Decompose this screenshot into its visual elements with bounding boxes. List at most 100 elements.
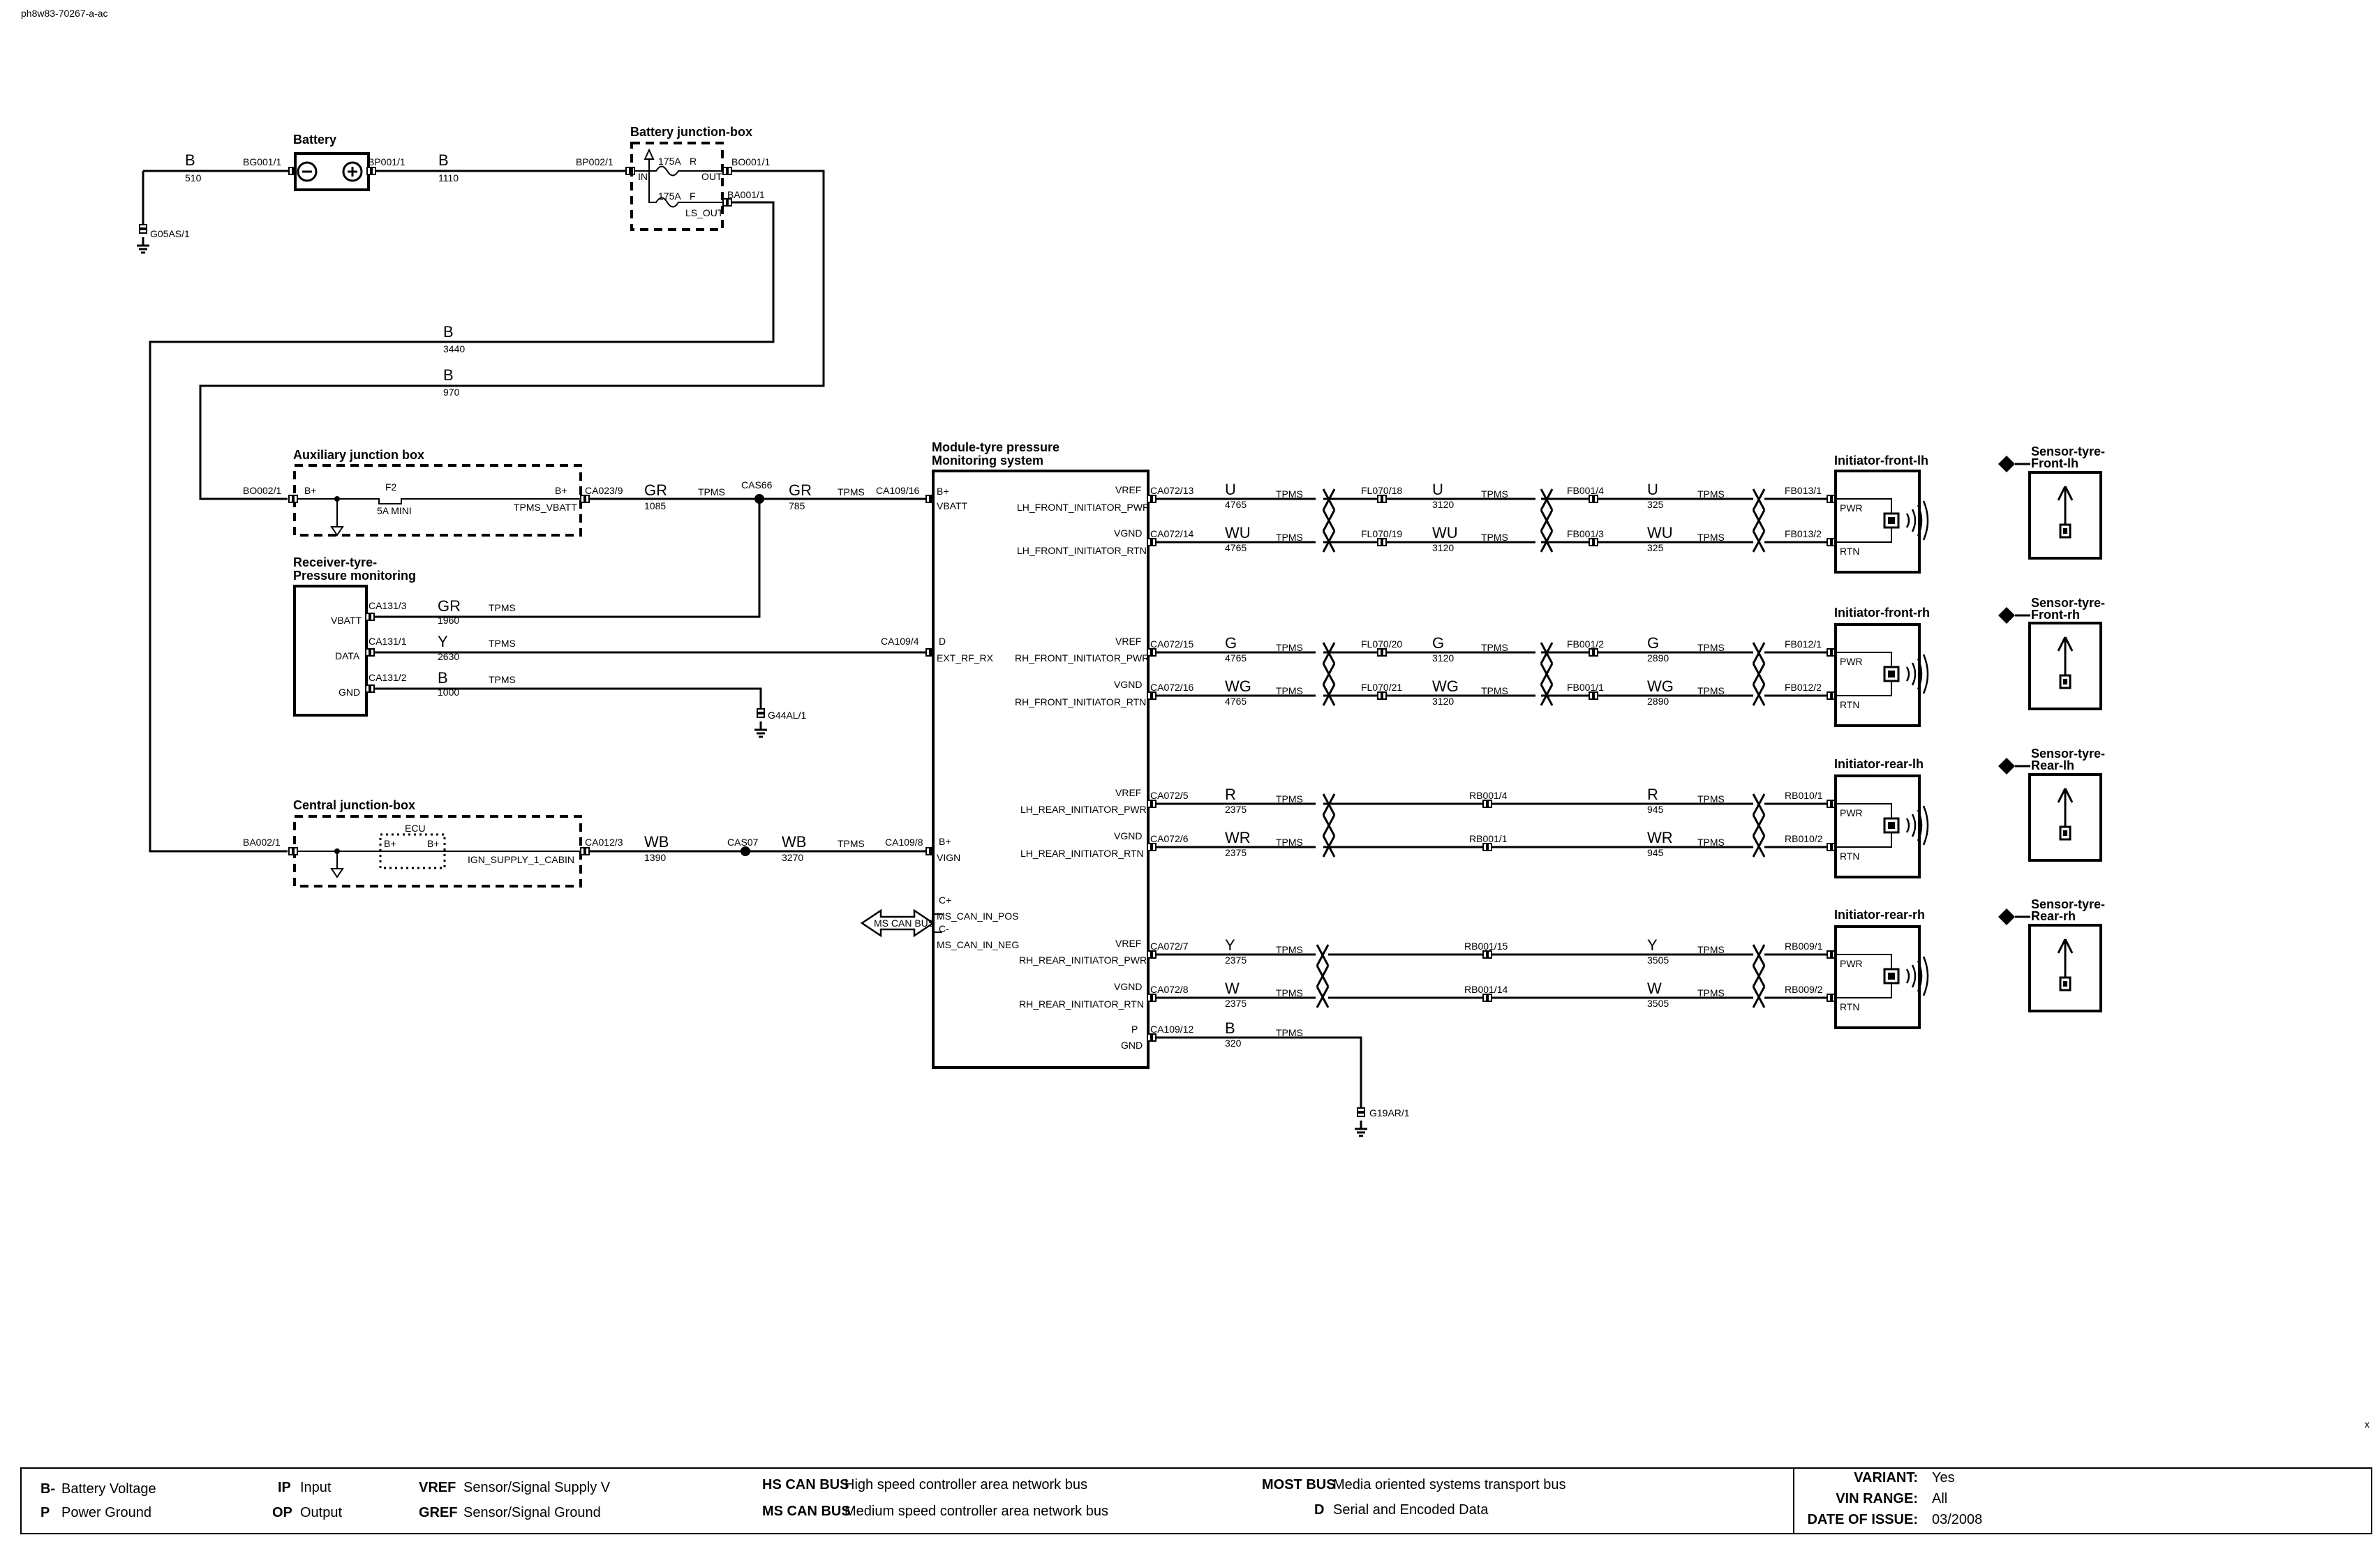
- connector-label: CA023/9: [585, 485, 623, 496]
- splice-label: CAS66: [741, 479, 773, 491]
- ecu-bplus: B+: [427, 838, 440, 849]
- vin-range-value: All: [1932, 1491, 1947, 1506]
- wire-tag: TPMS: [1276, 793, 1303, 804]
- ms-can-bus-arrow-icon: [860, 908, 935, 938]
- corner-mark: x: [2365, 1419, 2370, 1430]
- rear-lh-harness: CA072/5 CA072/6 R 2375 TPMS WR 2375 TPMS…: [1147, 786, 1836, 858]
- wire-tag: TPMS: [1481, 488, 1508, 500]
- central-junction-box: Central junction-box ECU B+ B+ IGN_SUPPL…: [288, 798, 935, 888]
- wire-length: 3120: [1432, 499, 1454, 510]
- wire-color: GR: [644, 481, 667, 499]
- initiator-front-rh: Initiator-front-rh PWR RTN: [1834, 606, 1930, 727]
- legend-desc: Power Ground: [61, 1505, 151, 1520]
- pin-vgnd: VGND: [1114, 830, 1142, 841]
- initiator-title: Initiator-front-lh: [1834, 454, 1928, 467]
- wire-color: Y: [1647, 936, 1658, 954]
- module-title-2: Monitoring system: [932, 454, 1043, 467]
- wire-tag: TPMS: [1697, 837, 1725, 848]
- wire-tag: TPMS: [1697, 944, 1725, 955]
- wire-length: 4765: [1225, 696, 1247, 707]
- ajb-bplus: B+: [304, 485, 317, 496]
- wire-length: 3505: [1647, 998, 1669, 1009]
- pin-rtn: RTN: [1840, 851, 1860, 862]
- wire-length: 785: [789, 500, 805, 511]
- rear-rh-harness: CA072/7 CA072/8 Y 2375 TPMS W 2375 TPMS …: [1147, 936, 1836, 1009]
- sensor-rear-rh: Sensor-tyre- Rear-rh: [1997, 897, 2105, 1012]
- battery-title: Battery: [293, 133, 336, 147]
- wire-tag: TPMS: [1276, 685, 1303, 696]
- pin-bplus: B+: [939, 836, 951, 847]
- connector-label: BP001/1: [368, 156, 406, 167]
- legend-desc: High speed controller area network bus: [845, 1477, 1087, 1492]
- wire-length: 3120: [1432, 652, 1454, 664]
- legend-key: GREF: [419, 1505, 458, 1520]
- fuse-rating: 175A: [658, 190, 681, 202]
- pin-d: D: [939, 636, 946, 647]
- pin-vref: VREF: [1115, 636, 1141, 647]
- legend-key: MOST BUS: [1262, 1477, 1336, 1492]
- wire-color: WU: [1432, 524, 1458, 541]
- legend-desc: Output: [300, 1505, 342, 1520]
- fuse-label: R: [690, 156, 697, 167]
- battery-circuit: G05AS/1 B 510 BG001/1 Battery BP001/1 B …: [135, 133, 635, 254]
- wire-color: U: [1225, 481, 1236, 498]
- wire-tag: TPMS: [698, 486, 725, 497]
- connector-label: RB009/1: [1785, 941, 1823, 952]
- wire-color: GR: [789, 481, 812, 499]
- wire-color: G: [1647, 634, 1659, 652]
- wire-tag: TPMS: [1276, 532, 1303, 543]
- connector-label: RB010/2: [1785, 833, 1823, 844]
- legend-key: HS CAN BUS: [762, 1477, 849, 1492]
- wire-tag: TPMS: [1697, 532, 1725, 543]
- wire-color: B: [438, 669, 448, 687]
- connector-label: BO002/1: [243, 485, 281, 496]
- document-id: ph8w83-70267-a-ac: [21, 8, 108, 19]
- ecu-bplus: B+: [384, 838, 396, 849]
- sensor-title-2: Rear-rh: [2031, 909, 2076, 923]
- wire-length: 325: [1647, 542, 1664, 553]
- module-ground: CA109/12 B 320 TPMS G19AR/1: [1147, 1019, 1410, 1137]
- sensor-front-rh: Sensor-tyre- Front-rh: [1997, 596, 2105, 710]
- sensor-title-1: Sensor-tyre-: [2031, 747, 2105, 761]
- wire-length: 2375: [1225, 847, 1247, 858]
- wire-length: 945: [1647, 804, 1664, 815]
- wire-tag: TPMS: [1481, 642, 1508, 653]
- pin-rh-front-pwr: RH_FRONT_INITIATOR_PWR: [1015, 652, 1149, 664]
- connector-label: FB012/2: [1785, 682, 1822, 693]
- pin-lh-front-pwr: LH_FRONT_INITIATOR_PWR: [1017, 502, 1150, 513]
- wire-length: 1960: [438, 615, 459, 626]
- connector-label: CA072/14: [1150, 528, 1193, 539]
- connector-label: CA072/7: [1150, 941, 1189, 952]
- connector-label: CA072/16: [1150, 682, 1193, 693]
- connector-label: CA072/8: [1150, 984, 1189, 995]
- pin-pwr: PWR: [1840, 807, 1863, 818]
- pin-rtn: RTN: [1840, 546, 1860, 557]
- cjb-title: Central junction-box: [293, 798, 415, 812]
- fuse-rating: 5A MINI: [377, 505, 412, 516]
- connector-label: CA109/8: [885, 837, 923, 848]
- pin-p: P: [1131, 1024, 1138, 1035]
- bjb-title: Battery junction-box: [630, 125, 752, 139]
- pin-rh-rear-pwr: RH_REAR_INITIATOR_PWR: [1019, 955, 1147, 966]
- connector-label: RB001/15: [1464, 941, 1508, 952]
- connector-label: FL070/19: [1361, 528, 1402, 539]
- fuse-label: F: [690, 190, 696, 202]
- wire-length: 2375: [1225, 955, 1247, 966]
- wire-length: 3120: [1432, 542, 1454, 553]
- pin-rtn: RTN: [1840, 1001, 1860, 1012]
- connector-label: FB012/1: [1785, 638, 1822, 650]
- legend-key: P: [40, 1505, 50, 1520]
- connector-label: G19AR/1: [1369, 1107, 1410, 1118]
- wire-length: 510: [185, 172, 202, 184]
- wire-length: 3270: [782, 852, 803, 863]
- pin-lh-front-rtn: LH_FRONT_INITIATOR_RTN: [1017, 545, 1147, 556]
- pin-pwr: PWR: [1840, 502, 1863, 514]
- connector-label: CA109/12: [1150, 1024, 1193, 1035]
- legend-key: IP: [278, 1480, 291, 1495]
- pin-vgnd: VGND: [1114, 981, 1142, 992]
- wire-length: 2890: [1647, 696, 1669, 707]
- connector-label: CA131/3: [369, 600, 407, 611]
- legend-desc: Sensor/Signal Ground: [463, 1505, 601, 1520]
- wire-color: GR: [438, 597, 461, 615]
- front-rh-harness: CA072/15 CA072/16 G 4765 TPMS WG 4765 TP…: [1147, 634, 1836, 707]
